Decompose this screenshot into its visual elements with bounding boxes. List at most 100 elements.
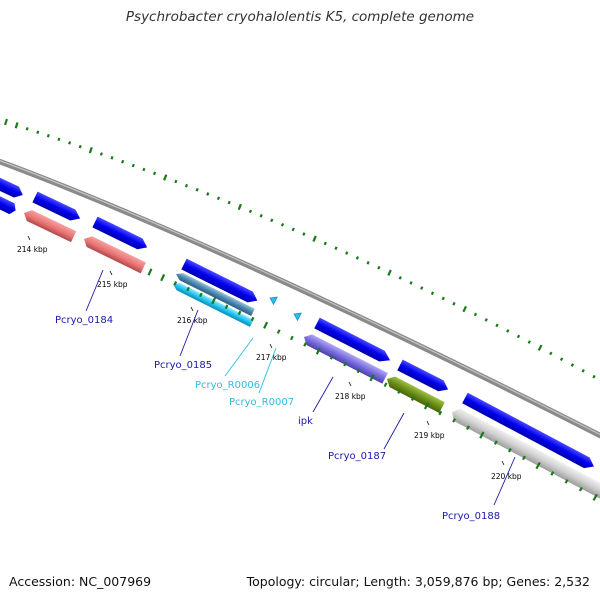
- gc-skew-mark: [131, 163, 135, 168]
- gc-skew-mark: [329, 355, 334, 360]
- tick-label: 217 kbp: [256, 353, 287, 362]
- gc-skew-mark: [163, 174, 168, 181]
- gc-skew-mark: [211, 297, 217, 305]
- tick-mark: [27, 235, 31, 241]
- gc-skew-mark: [142, 167, 146, 172]
- gc-skew-mark: [383, 382, 388, 388]
- gc-skew-mark: [160, 273, 166, 282]
- gc-skew-mark: [355, 256, 360, 260]
- gc-skew-mark: [377, 265, 381, 270]
- gc-skew-mark: [312, 235, 317, 242]
- tick-label: 219 kbp: [414, 431, 445, 440]
- gene-Pcryo_0187[interactable]: [384, 374, 445, 413]
- gc-skew-mark: [216, 196, 221, 201]
- gene-forward-5[interactable]: [314, 317, 393, 366]
- gc-skew-mark: [270, 218, 274, 223]
- gc-skew-mark: [592, 374, 596, 379]
- gc-skew-mark: [227, 200, 231, 205]
- leader-line: [224, 337, 254, 377]
- reverse-strand-genes: [21, 208, 600, 501]
- leader-line: [179, 309, 199, 357]
- gene-Pcryo_0185[interactable]: [171, 280, 254, 327]
- gc-skew-mark: [495, 323, 499, 328]
- gc-skew-mark: [184, 183, 189, 188]
- gc-skew-mark: [68, 141, 72, 145]
- gc-skew-mark: [397, 389, 402, 394]
- gc-skew-mark: [323, 241, 327, 246]
- gc-skew-mark: [549, 351, 553, 356]
- position-tick-labels: 214 kbp 215 kbp 216 kbp 217 kbp 218 kbp …: [17, 245, 522, 481]
- leader-line: [312, 376, 334, 413]
- tick-mark: [501, 460, 505, 466]
- gc-skew-mark: [199, 292, 203, 298]
- gc-skew-mark: [507, 447, 512, 453]
- gene-label-Pcryo_0187[interactable]: Pcryo_0187: [328, 451, 386, 462]
- forward-strand-genes: [0, 170, 597, 472]
- gc-skew-mark: [452, 418, 456, 423]
- gene-forward-1[interactable]: [0, 170, 25, 201]
- gc-skew-mark: [237, 310, 242, 316]
- accession-text: Accession: NC_007969: [9, 574, 152, 589]
- gene-Pcryo_0185-upper[interactable]: [174, 270, 255, 316]
- gene-label-Pcryo_0188[interactable]: Pcryo_0188: [442, 511, 500, 522]
- gene-Pcryo_R0006[interactable]: [268, 294, 278, 306]
- gene-ipk[interactable]: [301, 332, 388, 384]
- gc-skew-mark: [410, 396, 415, 401]
- genome-summary-text: Topology: circular; Length: 3,059,876 bp…: [246, 574, 590, 589]
- gc-skew-mark: [315, 347, 321, 355]
- gc-skew-mark: [174, 179, 178, 184]
- gc-skew-mark: [110, 156, 114, 160]
- gene-Pcryo_0184[interactable]: [81, 234, 146, 274]
- gc-skew-mark: [452, 301, 456, 306]
- gene-labels: Pcryo_0184 Pcryo_0185 Pcryo_R0006 Pcryo_…: [55, 315, 500, 522]
- gc-skew-mark: [224, 304, 229, 310]
- gc-skew-mark: [25, 127, 29, 131]
- gene-forward-7[interactable]: [462, 392, 597, 472]
- gc-skew-mark: [473, 312, 478, 317]
- gc-skew-mark: [516, 334, 521, 339]
- gene-label-Pcryo_R0007[interactable]: Pcryo_R0007: [229, 397, 294, 408]
- gene-forward-6[interactable]: [397, 359, 451, 395]
- gc-skew-inner-track: [147, 268, 598, 501]
- gene-Pcryo_0188[interactable]: [449, 406, 600, 501]
- gc-skew-mark: [195, 187, 199, 192]
- gc-skew-mark: [88, 147, 93, 154]
- gene-label-Pcryo_0185[interactable]: Pcryo_0185: [154, 360, 212, 371]
- gc-skew-mark: [420, 286, 424, 290]
- gc-skew-mark: [550, 471, 555, 476]
- gene-forward-1b[interactable]: [0, 194, 18, 216]
- label-leader-lines: [85, 269, 516, 506]
- gc-skew-mark: [592, 493, 598, 501]
- gc-skew-mark: [506, 329, 510, 333]
- gene-forward-4[interactable]: [181, 258, 260, 306]
- gc-skew-mark: [484, 318, 488, 322]
- gc-skew-mark: [564, 479, 569, 484]
- gc-skew-mark: [438, 410, 443, 416]
- tick-mark: [269, 343, 273, 349]
- genome-backbone-highlight: [0, 160, 600, 436]
- gene-Pcryo_0183[interactable]: [21, 208, 77, 243]
- tick-mark: [426, 420, 430, 426]
- gc-skew-mark: [36, 130, 40, 135]
- tick-label: 216 kbp: [177, 316, 208, 325]
- gc-skew-mark: [387, 269, 392, 276]
- tick-label: 215 kbp: [97, 280, 128, 289]
- gc-skew-mark: [423, 402, 430, 410]
- gene-forward-3[interactable]: [92, 216, 149, 253]
- gene-label-Pcryo_R0006[interactable]: Pcryo_R0006: [195, 380, 260, 391]
- gc-skew-mark: [14, 122, 19, 129]
- gene-label-Pcryo_0184[interactable]: Pcryo_0184: [55, 315, 113, 326]
- gc-skew-mark: [276, 329, 281, 334]
- gene-Pcryo_R0007[interactable]: [292, 310, 302, 322]
- tick-mark: [190, 306, 194, 312]
- gc-skew-mark: [291, 227, 295, 232]
- gc-skew-mark: [522, 455, 526, 461]
- gc-skew-mark: [441, 296, 445, 301]
- gc-skew-mark: [559, 357, 564, 362]
- gene-label-ipk[interactable]: ipk: [298, 416, 313, 427]
- gene-forward-2[interactable]: [32, 191, 82, 224]
- gc-skew-mark: [356, 368, 361, 374]
- gc-skew-mark: [263, 321, 269, 329]
- position-ticks: [27, 235, 505, 466]
